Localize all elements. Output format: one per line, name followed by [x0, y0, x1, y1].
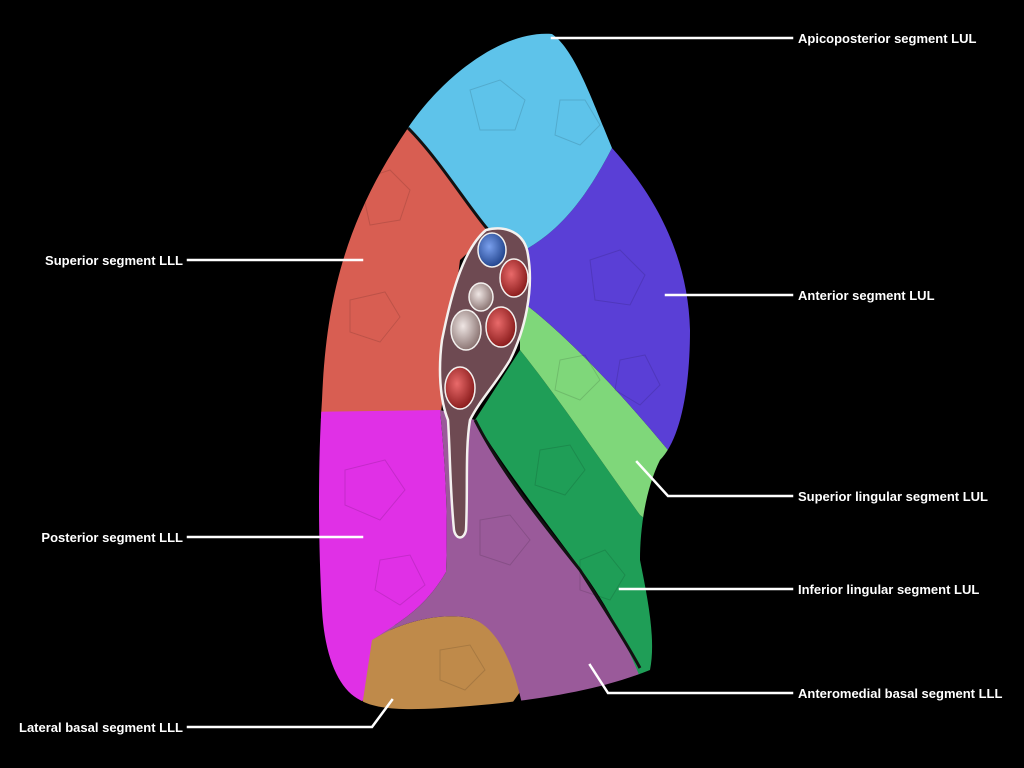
- left-lung: [319, 33, 690, 710]
- leader-lateral-basal-lll: [186, 698, 394, 729]
- pulmonary-vein-upper: [477, 232, 507, 268]
- label-anterior-lul: Anterior segment LUL: [798, 288, 935, 303]
- label-superior-lingular-lul: Superior lingular segment LUL: [798, 489, 988, 504]
- anterior-segment-lul-region: [520, 148, 690, 470]
- label-anteromedial-basal-lll: Anteromedial basal segment LLL: [798, 686, 1002, 701]
- main-bronchus-lower: [450, 309, 482, 351]
- oblique-fissure-upper: [406, 126, 492, 234]
- lung-texture: [344, 79, 661, 691]
- leader-anteromedial-basal-lll: [588, 663, 794, 695]
- fissures: [406, 126, 642, 669]
- label-lateral-basal-lll: Lateral basal segment LLL: [19, 720, 183, 735]
- hilum: [438, 227, 532, 539]
- lateral-basal-segment-lll-region: [360, 616, 525, 710]
- leader-lines: [186, 36, 794, 729]
- label-apicoposterior-lul: Apicoposterior segment LUL: [798, 31, 976, 46]
- label-superior-lll: Superior segment LLL: [45, 253, 183, 268]
- pulmonary-artery-lower: [485, 306, 517, 348]
- hilum-outline: [438, 227, 532, 539]
- main-bronchus-upper: [468, 282, 494, 312]
- label-posterior-lll: Posterior segment LLL: [41, 530, 183, 545]
- posterior-segment-lll-region: [319, 410, 447, 710]
- labels: Apicoposterior segment LUL Anterior segm…: [19, 31, 1002, 735]
- inferior-lingular-segment-lul-region: [475, 350, 690, 710]
- leader-superior-lingular-lul: [635, 460, 794, 498]
- oblique-fissure-lower: [473, 419, 642, 669]
- pulmonary-artery-upper: [499, 258, 529, 298]
- label-inferior-lingular-lul: Inferior lingular segment LUL: [798, 582, 979, 597]
- apicoposterior-segment-lul-region: [400, 33, 620, 250]
- pulmonary-vein-lower: [444, 366, 476, 410]
- anteromedial-basal-segment-lll-region: [372, 410, 640, 710]
